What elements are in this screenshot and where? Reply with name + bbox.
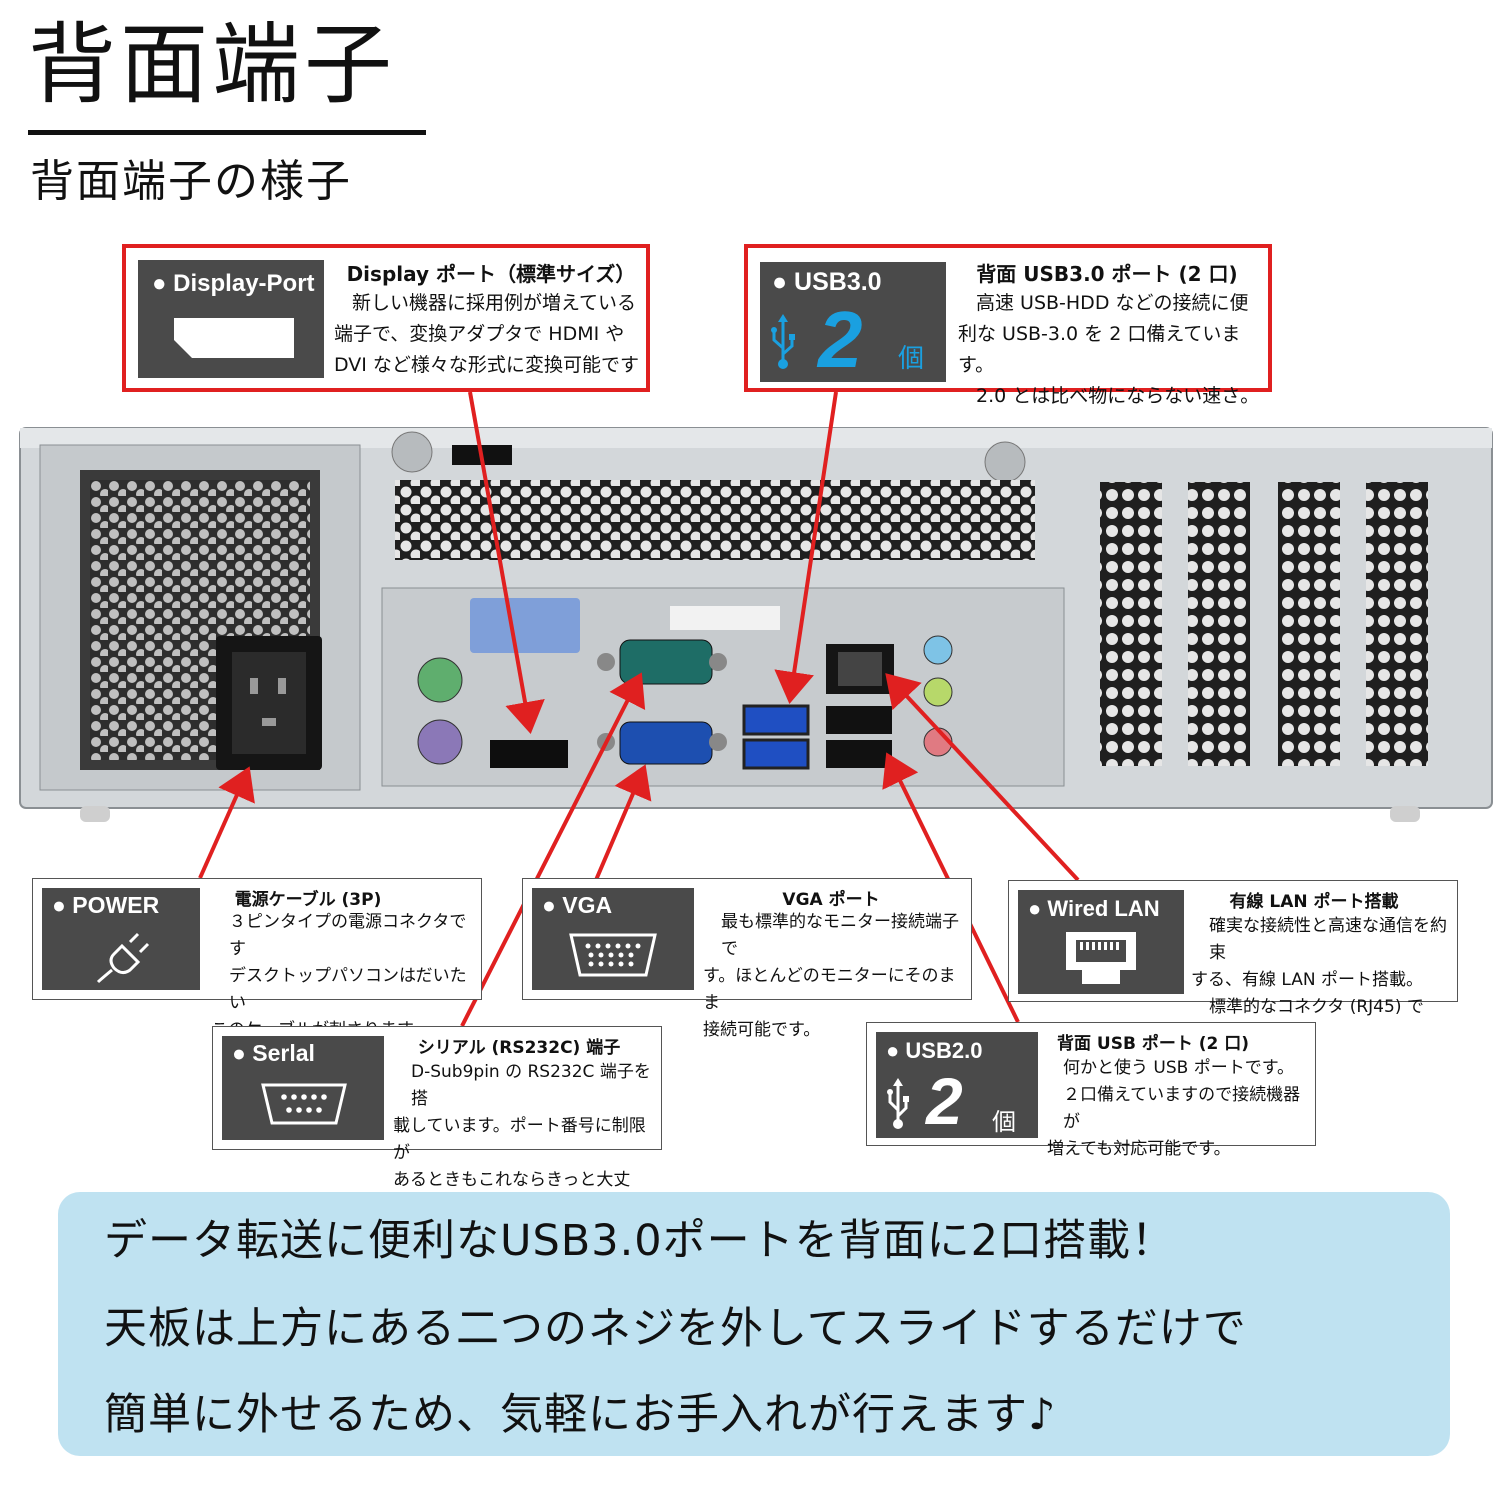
- vga-port: [619, 721, 713, 765]
- usb2-badge-label: ● USB2.0: [886, 1038, 983, 1063]
- usb-icon: [887, 1078, 909, 1129]
- callout-displayport: ● Display-Port Display ポート（標準サイズ） 新しい機器に…: [122, 244, 650, 392]
- serial-connector-icon: [261, 1083, 347, 1125]
- arrow-usb3: [774, 391, 838, 704]
- callout-lan: ● Wired LAN 有線 LAN ポート搭載 確実な接続性と高速な通信を約束…: [1008, 880, 1458, 1044]
- usb2-port-2: [826, 740, 892, 768]
- usb3-body: 高速 USB-HDD などの接続に便 利な USB-3.0 を 2 口備えていま…: [958, 288, 1270, 412]
- usb3-title: 背面 USB3.0 ポート (2 口): [976, 262, 1238, 286]
- usb3-port-2: [742, 738, 810, 770]
- power-plug-icon: [96, 932, 150, 984]
- arrow-vga: [594, 764, 652, 881]
- serial-port: [619, 639, 713, 685]
- screw-left: [391, 431, 433, 473]
- serial-title: シリアル (RS232C) 端子: [417, 1038, 621, 1058]
- usb2-line: 増えても対応可能です。: [1047, 1139, 1231, 1159]
- serial-line: 載しています。ポート番号に制限が: [393, 1116, 646, 1163]
- lan-badge-label: ● Wired LAN: [1028, 896, 1160, 921]
- serial-badge-label: ● Serlal: [232, 1040, 315, 1066]
- page-title: 背面端子: [28, 13, 397, 116]
- ps2-mouse-port: [417, 657, 463, 703]
- info-line-2: 天板は上方にある二つのネジを外してスライドするだけで: [104, 1304, 1247, 1354]
- arrow-lan: [885, 673, 1080, 882]
- vga-connector-icon: [569, 933, 657, 977]
- displayport-line: DVI など様々な形式に変換可能です: [334, 354, 639, 376]
- usb3-badge-label: ● USB3.0: [772, 268, 882, 296]
- arrow-serial: [460, 672, 646, 1027]
- power-body: ３ピンタイプの電源コネクタです デスクトップパソコンはだいたい このケーブルが刺…: [211, 909, 477, 1044]
- callout-usb3: ● USB3.0 2 個 背面 USB3.0 ポート (2 口) 高速 USB-…: [744, 244, 1272, 407]
- usb2-port-1: [826, 706, 892, 734]
- ps2-keyboard-port: [417, 719, 463, 765]
- blue-latch: [470, 598, 580, 653]
- info-line-1: データ転送に便利なUSB3.0ポートを背面に2口搭載！: [104, 1216, 1176, 1266]
- serial-line: D-Sub9pin の RS232C 端子を搭: [411, 1062, 651, 1109]
- lan-badge: ● Wired LAN: [1018, 890, 1184, 994]
- usb3-count: 2: [818, 295, 863, 384]
- audio-line-in: [923, 635, 953, 665]
- vga-line: 接続可能です。: [703, 1020, 821, 1040]
- displayport-title: Display ポート（標準サイズ）: [346, 262, 636, 286]
- usb2-title: 背面 USB ポート (2 口): [1057, 1034, 1250, 1054]
- usb-icon: [771, 314, 795, 369]
- arrow-displayport: [468, 391, 545, 734]
- usb2-badge: ● USB2.0 2 個: [876, 1032, 1038, 1138]
- serial-badge: ● Serlal: [222, 1036, 384, 1140]
- power-line: デスクトップパソコンはだいたい: [229, 966, 467, 1013]
- screw-right: [984, 441, 1026, 483]
- power-line: ３ピンタイプの電源コネクタです: [229, 912, 467, 959]
- usb3-line: 利な USB-3.0 を 2 口備えています。: [958, 323, 1241, 376]
- displayport-line: 新しい機器に採用例が増えている: [352, 292, 637, 314]
- lan-title: 有線 LAN ポート搭載: [1229, 892, 1399, 912]
- arrow-power: [198, 766, 255, 879]
- callout-power: ● POWER 電源ケーブル (3P) ３ピンタイプの電源コネクタです デスクト…: [32, 878, 482, 1040]
- callout-vga: ● VGA VGA ポート 最も標準的なモニター接続端子で す。ほとんどのモニタ…: [522, 878, 972, 1040]
- displayport-badge-label: ● Display-Port: [152, 270, 315, 297]
- vga-line: 最も標準的なモニター接続端子で: [721, 912, 959, 959]
- top-vent: [395, 480, 1035, 560]
- page-subtitle: 背面端子の様子: [30, 156, 352, 207]
- usb3-unit: 個: [898, 344, 925, 374]
- vga-line: す。ほとんどのモニターにそのまま: [703, 966, 956, 1013]
- vga-body: 最も標準的なモニター接続端子で す。ほとんどのモニターにそのまま 接続可能です。: [703, 909, 965, 1044]
- usb3-port-1: [742, 704, 810, 736]
- power-badge: ● POWER: [42, 888, 200, 990]
- callout-serial: ● Serlal シリアル (RS232C) 端子 D-Sub9pin の RS…: [212, 1026, 662, 1217]
- pc-rear-illustration: [19, 391, 1493, 1027]
- expansion-slots: [1100, 482, 1428, 766]
- displayport-badge: ● Display-Port: [138, 260, 324, 378]
- displayport-port: [490, 740, 568, 768]
- displayport-line: 端子で、変換アダプタで HDMI や: [334, 323, 625, 345]
- vga-badge-label: ● VGA: [542, 892, 613, 918]
- usb2-line: ２口備えていますので接続機器が: [1063, 1085, 1301, 1132]
- lan-line: する、有線 LAN ポート搭載。: [1191, 970, 1424, 990]
- vga-badge: ● VGA: [532, 888, 694, 990]
- power-badge-label: ● POWER: [52, 892, 160, 918]
- usb2-body: 何かと使う USB ポートです。 ２口備えていますので接続機器が 増えても対応可…: [1047, 1055, 1311, 1163]
- usb2-count: 2: [926, 1064, 963, 1138]
- vga-title: VGA ポート: [782, 890, 880, 910]
- power-title: 電源ケーブル (3P): [234, 890, 382, 910]
- info-line-3: 簡単に外せるため、気軽にお手入れが行えます♪: [104, 1390, 1057, 1440]
- usb3-badge: ● USB3.0 2 個: [760, 262, 946, 382]
- info-box: [58, 1192, 1450, 1456]
- usb3-line: 高速 USB-HDD などの接続に便: [976, 292, 1249, 314]
- usb2-line: 何かと使う USB ポートです。: [1063, 1058, 1295, 1078]
- audio-line-out: [923, 677, 953, 707]
- displayport-body: 新しい機器に採用例が増えている 端子で、変換アダプタで HDMI や DVI な…: [334, 288, 644, 381]
- usb3-line: 2.0 とは比べ物にならない速さ。: [976, 385, 1260, 407]
- lan-connector-icon: [1066, 932, 1136, 984]
- usb2-unit: 個: [992, 1108, 1016, 1136]
- lan-line: 確実な接続性と高速な通信を約束: [1209, 916, 1447, 963]
- serial-body: D-Sub9pin の RS232C 端子を搭 載しています。ポート番号に制限が…: [393, 1059, 657, 1221]
- displayport-icon: [174, 318, 294, 358]
- callout-usb2: ● USB2.0 2 個 背面 USB ポート (2 口) 何かと使う USB …: [866, 1022, 1316, 1159]
- title-underline: [28, 130, 426, 135]
- chassis-top-strip: [20, 428, 1492, 448]
